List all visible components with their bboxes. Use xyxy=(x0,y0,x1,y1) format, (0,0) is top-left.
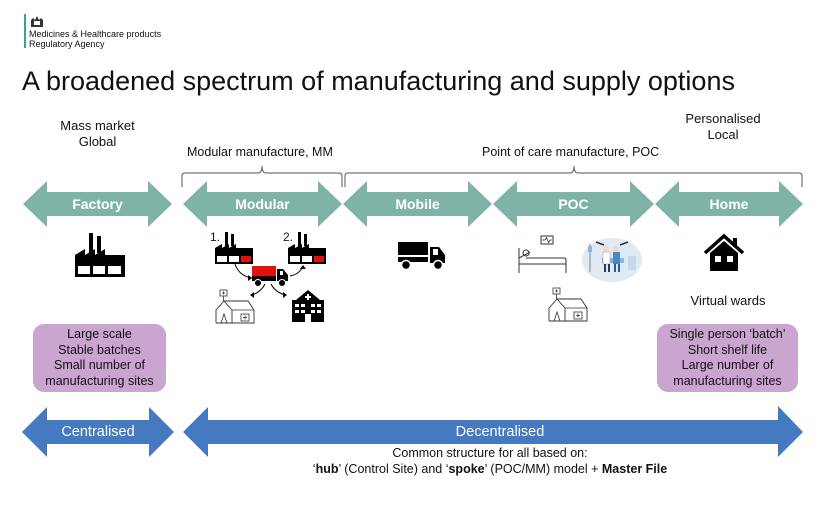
centralised-arrow xyxy=(22,407,174,457)
brackets xyxy=(181,165,803,187)
scale-label-right: Personalised Local xyxy=(673,111,773,143)
scale-left-line2: Global xyxy=(78,134,117,149)
org-line-1: Medicines & Healthcare products xyxy=(29,29,162,39)
box-right-line: Short shelf life xyxy=(687,342,768,357)
stage-arrows xyxy=(23,181,803,227)
red-truck-icon xyxy=(252,266,288,287)
footer-text: ’ (Control Site) and ‘ xyxy=(338,462,449,476)
org-line-2: Regulatory Agency xyxy=(29,39,105,49)
characteristics-box-left: Large scale Stable batches Small number … xyxy=(33,324,166,392)
stage-arrow-mobile xyxy=(343,181,492,227)
stage-label-factory: Factory xyxy=(72,196,123,212)
box-left-line: Large scale xyxy=(67,327,132,341)
box-right-line: Large number of xyxy=(681,358,774,372)
page-title: A broadened spectrum of manufacturing an… xyxy=(22,66,735,96)
field-clinic-icon-poc xyxy=(548,287,588,322)
characteristics-box-right: Single person ‘batch’ Short shelf life L… xyxy=(657,324,798,392)
supply-flow-arrows xyxy=(234,263,306,298)
bracket-label-modular: Modular manufacture, MM xyxy=(187,145,333,159)
scale-left-line1: Mass market xyxy=(60,118,135,133)
decentralised-arrow xyxy=(183,406,803,457)
box-left-line: manufacturing sites xyxy=(45,373,154,388)
royal-crest-icon xyxy=(31,16,43,27)
stage-arrow-modular xyxy=(183,181,342,227)
stage-label-modular: Modular xyxy=(235,196,290,212)
operating-theatre-icon xyxy=(582,238,642,282)
footer-line-1: Common structure for all based on: xyxy=(392,446,588,460)
bracket-poc xyxy=(344,165,803,187)
step-1-label: 1. xyxy=(210,230,221,244)
footer-spoke: spoke xyxy=(448,462,485,476)
footer-master-file: Master File xyxy=(601,462,668,476)
stage-arrow-factory xyxy=(23,181,172,227)
box-right-line: Single person ‘batch’ xyxy=(669,327,786,341)
axis-arrows xyxy=(22,406,803,457)
truck-icon xyxy=(398,242,445,271)
box-left-line: Small number of xyxy=(53,358,145,372)
factory-2-icon xyxy=(288,232,326,264)
field-clinic-icon xyxy=(215,289,255,324)
stage-arrow-home xyxy=(655,181,803,227)
scale-right-line2: Local xyxy=(707,127,739,142)
hospital-bed-icon xyxy=(518,235,567,273)
home-caption: Virtual wards xyxy=(690,293,766,308)
hospital-building-icon xyxy=(292,290,324,322)
stage-arrow-poc xyxy=(493,181,654,227)
organisation-name: Medicines & Healthcare products Regulato… xyxy=(29,29,161,49)
bracket-modular xyxy=(181,165,343,187)
centralised-label: Centralised xyxy=(61,424,135,440)
stage-label-home: Home xyxy=(709,196,749,212)
scale-label-left: Mass market Global xyxy=(40,118,155,150)
footer-text: ’ (POC/MM) model + xyxy=(484,462,602,476)
decentralised-label: Decentralised xyxy=(455,424,545,440)
box-right-line: manufacturing sites xyxy=(673,373,782,388)
bracket-label-poc: Point of care manufacture, POC xyxy=(482,145,660,159)
step-2-label: 2. xyxy=(283,230,294,244)
logo-accent-bar xyxy=(24,14,26,48)
house-icon xyxy=(703,233,745,271)
factory-1-icon xyxy=(215,232,253,264)
stage-label-poc: POC xyxy=(558,196,589,212)
footer-line-2: ‘hub’ (Control Site) and ‘spoke’ (POC/MM… xyxy=(250,461,730,477)
scale-right-line1: Personalised xyxy=(685,111,761,126)
footer-hub: hub xyxy=(315,462,339,476)
footer-note: Common structure for all based on: ‘hub’… xyxy=(250,445,730,477)
footer-text: ‘ xyxy=(312,462,316,476)
factory-icon xyxy=(75,233,125,277)
stage-label-mobile: Mobile xyxy=(395,196,440,212)
box-left-line: Stable batches xyxy=(58,342,141,357)
